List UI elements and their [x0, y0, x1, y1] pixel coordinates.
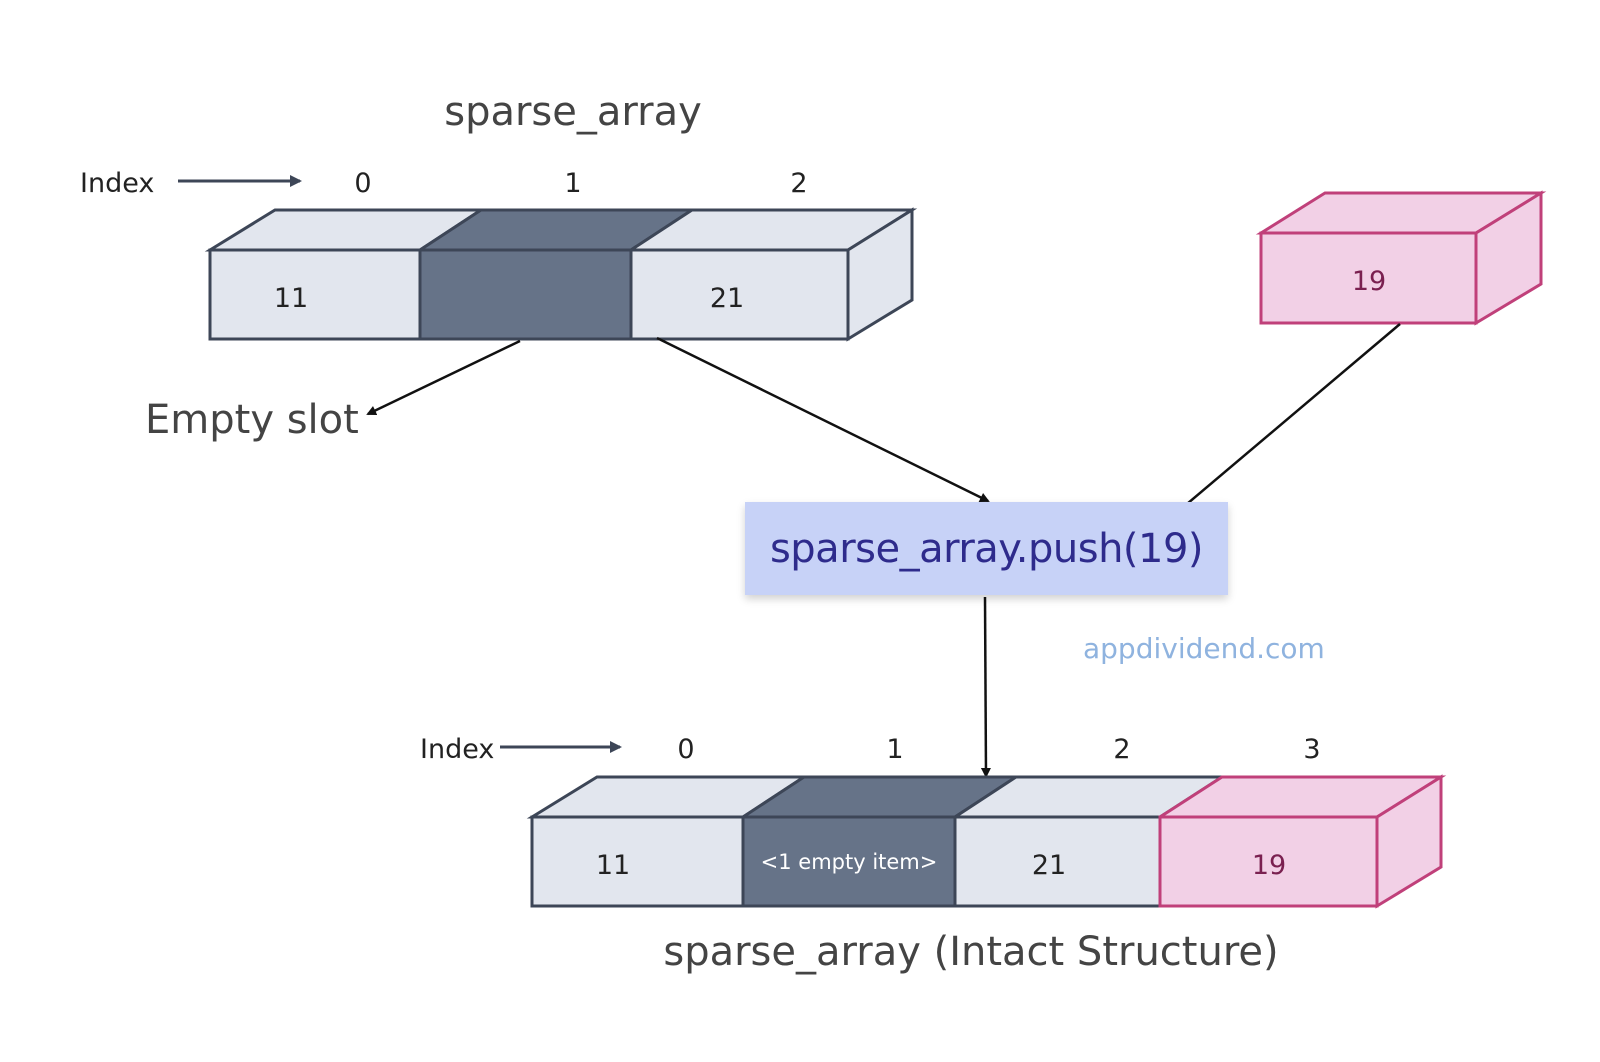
top-array-title: sparse_array	[444, 89, 702, 135]
arrow-element-to-push	[1166, 323, 1401, 522]
bottom-cell-3	[1158, 815, 1379, 908]
top-cell-0-value: 11	[274, 283, 308, 314]
new-element-box: 19	[1255, 190, 1547, 326]
watermark: appdividend.com	[1083, 632, 1325, 665]
bottom-cell-1-value: <1 empty item>	[761, 850, 938, 874]
top-array: 11 21	[204, 207, 918, 342]
bottom-cell-2	[953, 815, 1162, 908]
bottom-index-2: 2	[1113, 734, 1130, 765]
top-index-0: 0	[354, 168, 371, 199]
top-cell-2	[629, 248, 850, 341]
push-operation-label: sparse_array.push(19)	[769, 525, 1204, 572]
empty-slot-label: Empty slot	[145, 397, 359, 443]
bottom-cell-2-value: 21	[1032, 850, 1066, 881]
push-operation-box: sparse_array.push(19)	[745, 502, 1228, 595]
top-cell-2-value: 21	[710, 283, 744, 314]
arrow-array-to-push	[656, 336, 990, 503]
bottom-array: 11 <1 empty item> 21 19	[526, 774, 1447, 909]
bottom-cell-0-value: 11	[596, 850, 630, 881]
new-element-front	[1259, 231, 1478, 325]
top-index-2: 2	[790, 168, 807, 199]
bottom-index-3: 3	[1303, 734, 1320, 765]
arrow-push-to-result	[980, 596, 991, 778]
new-element-value: 19	[1352, 266, 1386, 297]
empty-slot-arrow	[366, 339, 521, 416]
bottom-index-0: 0	[677, 734, 694, 765]
bottom-cell-3-value: 19	[1252, 850, 1286, 881]
top-cell-1	[418, 248, 633, 341]
bottom-cell-0	[530, 815, 745, 908]
bottom-array-title: sparse_array (Intact Structure)	[663, 929, 1278, 975]
top-index-label: Index	[80, 168, 154, 199]
top-index-1: 1	[564, 168, 581, 199]
bottom-cell-1	[741, 815, 957, 908]
bottom-index-label: Index	[420, 734, 494, 765]
bottom-index-1: 1	[886, 734, 903, 765]
top-cell-0	[208, 248, 422, 341]
